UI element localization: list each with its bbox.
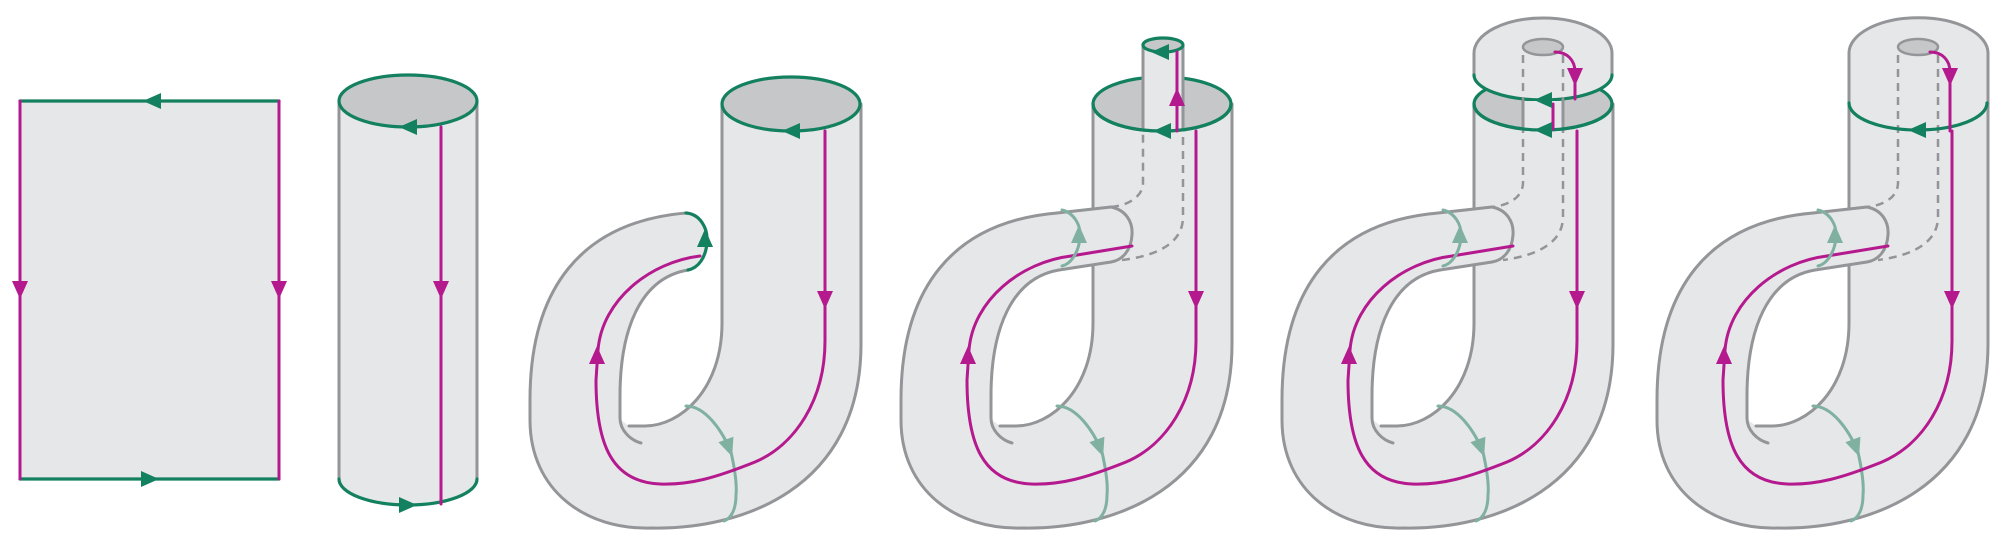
panel-4-neck-through [901,36,1232,528]
panel-2-cylinder [337,73,479,513]
panel-5-capped-gap [1282,16,1613,528]
panel-1-square [12,93,287,487]
panel-6-klein-bottle [1657,16,1990,528]
panel-3-bent-tube [530,75,861,528]
